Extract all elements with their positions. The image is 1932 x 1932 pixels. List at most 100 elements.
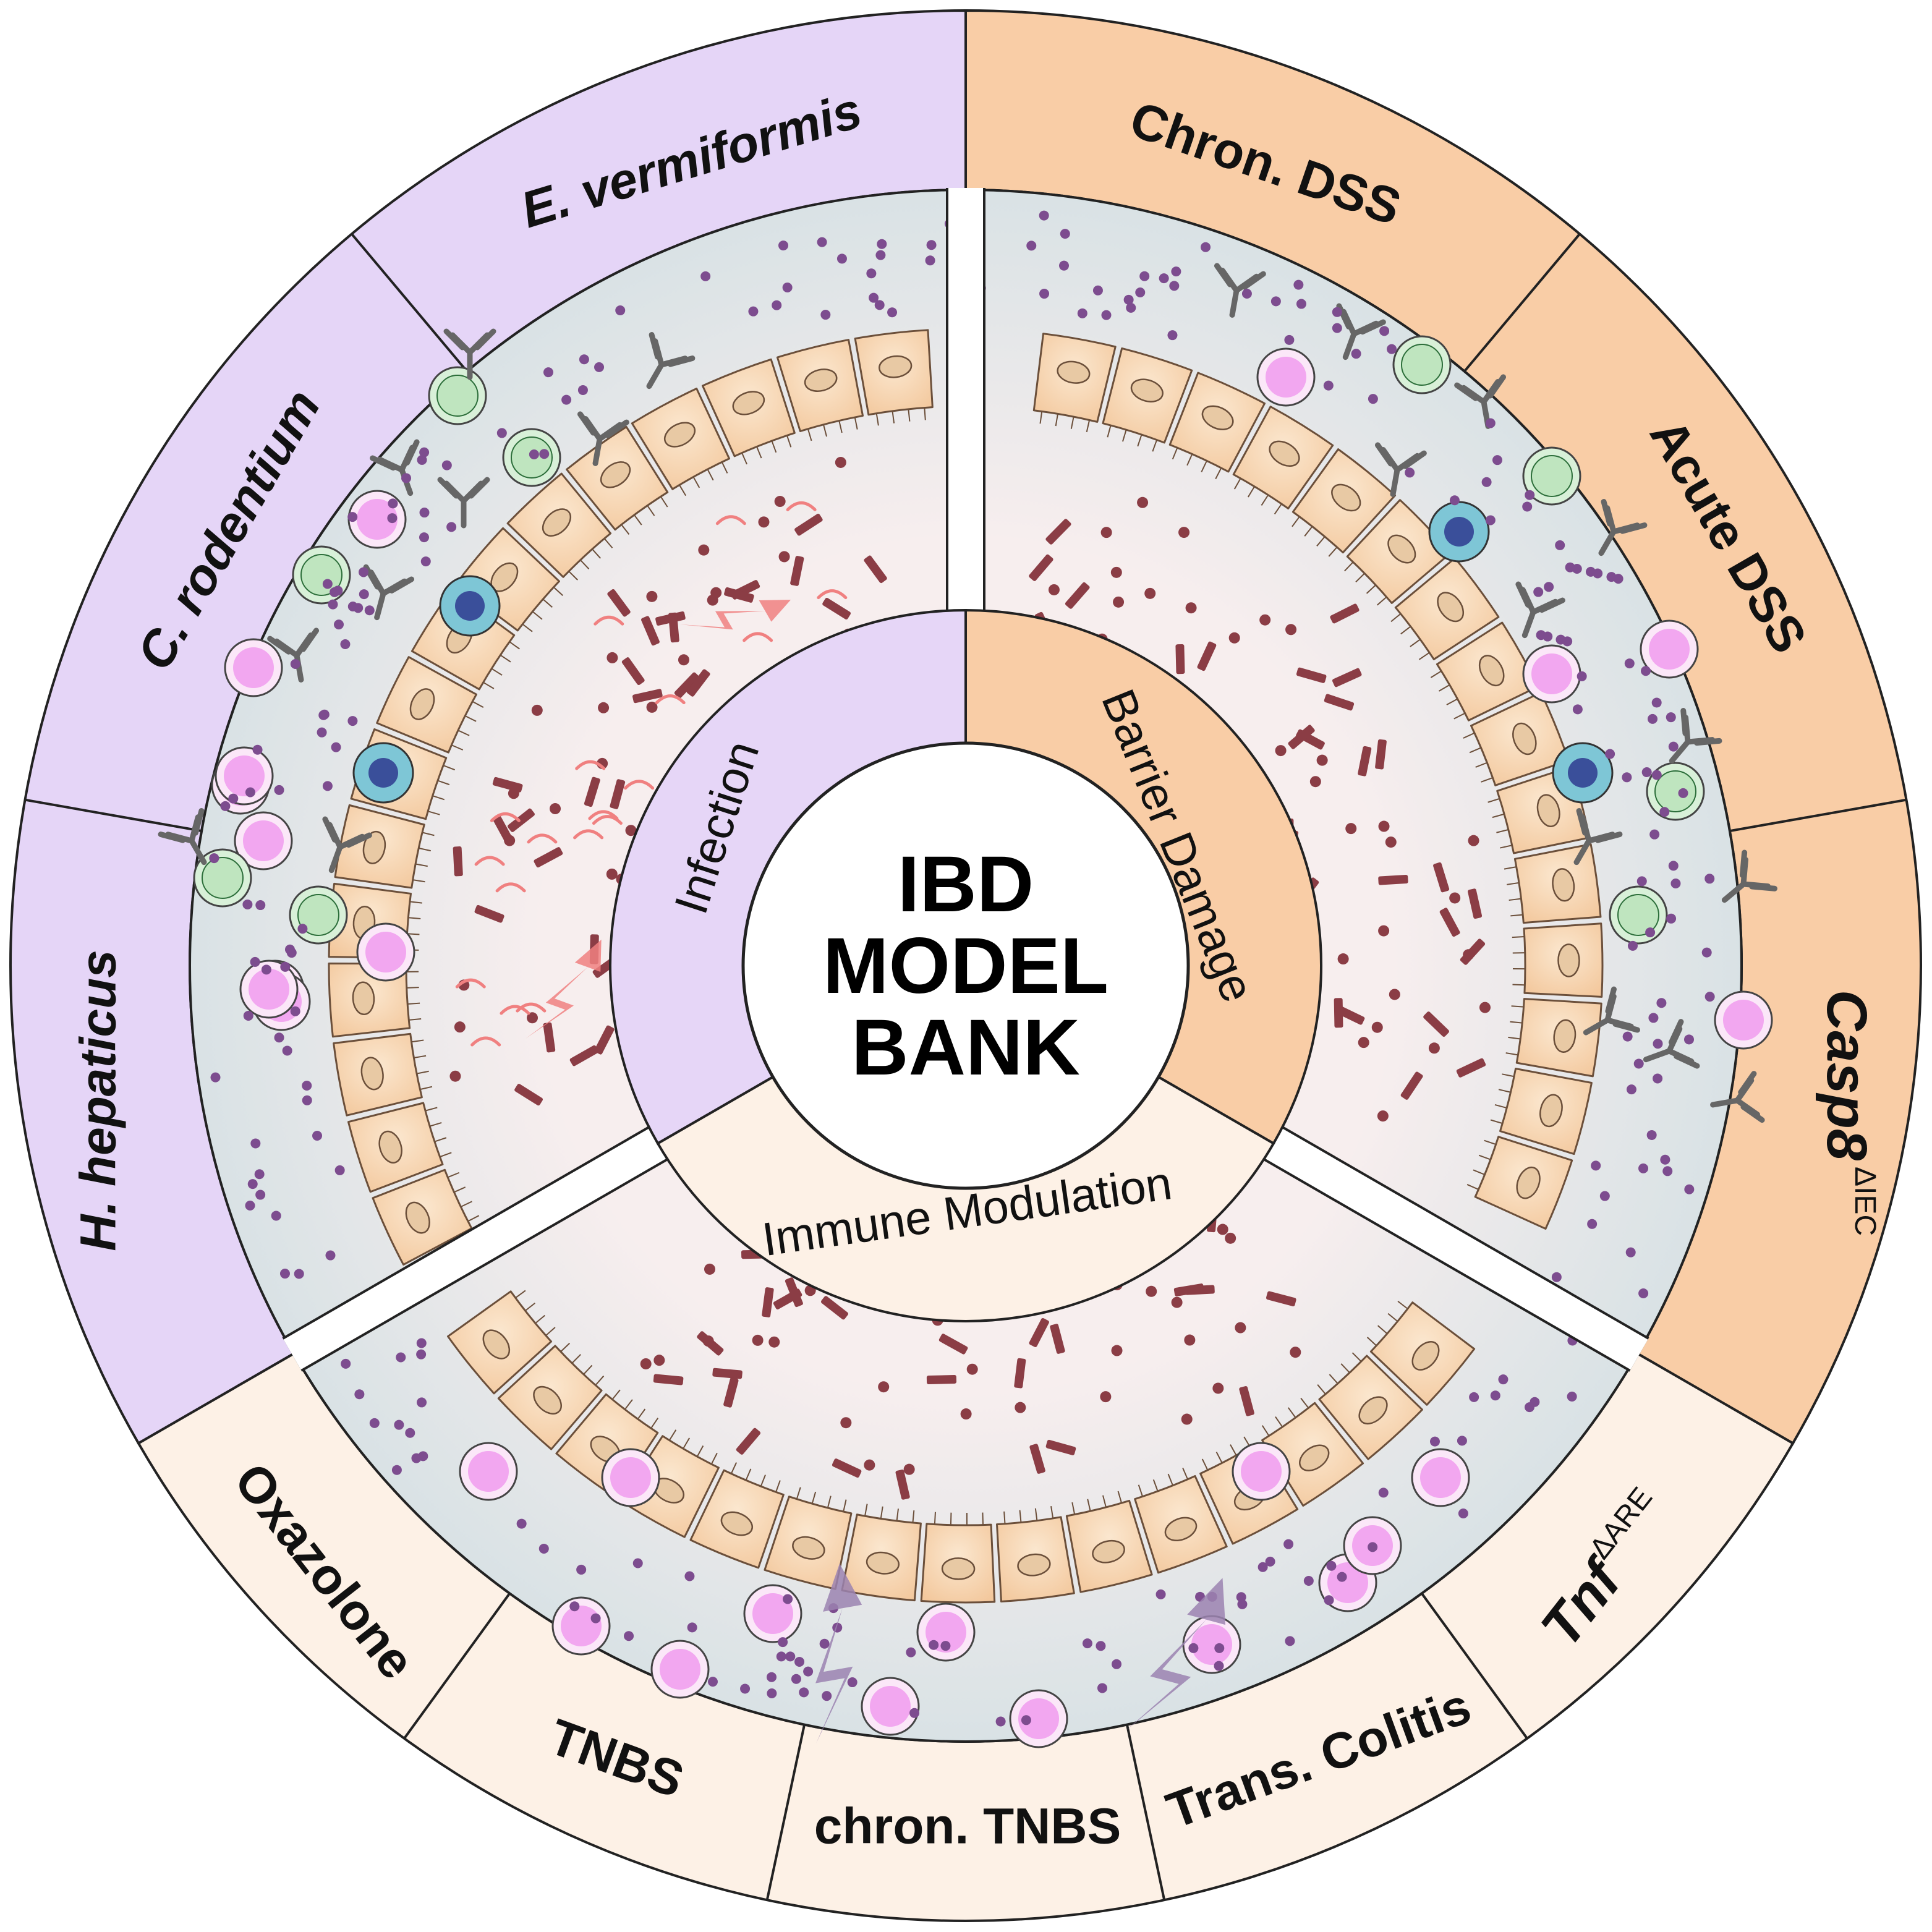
bacterium-coccus (704, 1263, 715, 1275)
cell-nucleus (1201, 405, 1234, 430)
cytokine-dot (847, 1677, 857, 1688)
microvillus (786, 435, 792, 448)
microvillus (745, 1468, 752, 1481)
bacterium-curved (470, 1036, 501, 1047)
cytokine-dot (1704, 992, 1715, 1002)
bacterium-rod (641, 616, 660, 646)
antibody (363, 564, 415, 621)
microvillus (1107, 425, 1112, 438)
plasma-cell-nucleus (1241, 1451, 1282, 1492)
bacterium-coccus (508, 788, 519, 799)
microvillus (1397, 1300, 1408, 1309)
microvillus (624, 1399, 633, 1410)
microvillus (1496, 828, 1509, 833)
cytokine-dot (1593, 568, 1603, 579)
cytokine-dot (1368, 1542, 1378, 1552)
center-circle: IBD MODEL BANK (741, 741, 1190, 1190)
microvillus (1446, 698, 1458, 705)
bacterium-coccus (1345, 823, 1357, 835)
plasma-cell-nucleus (561, 1606, 602, 1646)
cytokine-dot (394, 1419, 404, 1430)
cytokine-dot (877, 239, 887, 249)
cytokine-dot (778, 1637, 788, 1648)
microvillus (730, 1462, 738, 1475)
microvillus (1481, 777, 1493, 783)
bacterium-rod (1335, 1005, 1365, 1025)
bacterium-coccus (1178, 527, 1190, 538)
antibody-shape (158, 808, 207, 866)
cytokine-dot (369, 1418, 380, 1428)
plasma-cell-nucleus (610, 1457, 651, 1498)
cell-nucleus (1269, 440, 1300, 467)
cytokine-dot (1039, 289, 1050, 299)
cytokine-dot (419, 447, 430, 457)
cytokine-dot (250, 956, 260, 967)
cytokine-dot (1641, 666, 1651, 676)
bacterium-coccus (1371, 1021, 1383, 1033)
microvillus (409, 901, 422, 904)
cytokine-dot (782, 283, 793, 293)
cytokine-dot (1683, 1034, 1694, 1045)
bacterium-rod (543, 1022, 556, 1053)
cell-nucleus (1130, 378, 1164, 402)
middle-ring (609, 608, 1322, 1322)
bacterium-coccus (1358, 1037, 1369, 1049)
cytokine-dot (767, 1688, 777, 1698)
cytokine-dot (767, 1672, 777, 1682)
microvillus (1117, 1491, 1123, 1504)
cytokine-dot (1649, 829, 1660, 840)
cytokine-dot (340, 639, 351, 649)
casp8-name: Casp8 (1815, 990, 1878, 1161)
antibody (1454, 374, 1507, 429)
bacterium-rod (621, 657, 645, 686)
outer-divider (1125, 1724, 1166, 1900)
cytokine-dot (347, 716, 358, 726)
microvillus (1510, 914, 1523, 917)
t-cell-nucleus (1617, 894, 1659, 936)
microvillus (924, 407, 926, 420)
bacterium-coccus (903, 1463, 915, 1475)
infection-arrow (680, 600, 791, 630)
cell-nucleus (378, 1130, 402, 1164)
bacterium-coccus (960, 1408, 972, 1420)
bacterium-rod (1175, 644, 1185, 674)
microvillus (1317, 1384, 1326, 1395)
cytokine-dot (817, 237, 827, 247)
antibody-shape (1721, 849, 1777, 903)
microvillus (1003, 1511, 1006, 1524)
cytokine-dot (396, 1352, 406, 1363)
cell-nucleus (1387, 534, 1416, 564)
bacterium-curved (715, 515, 746, 526)
cytokine-dot (1021, 1715, 1031, 1726)
microvillus (756, 446, 762, 459)
cytokine-dot (799, 1687, 809, 1698)
cytokine-dot (785, 1651, 796, 1662)
immune-arrow (815, 1563, 862, 1743)
cytokine-dot (684, 1571, 695, 1581)
bacterium-coccus (1111, 1345, 1123, 1356)
microvillus (491, 668, 503, 676)
cytokine-dot (1332, 307, 1342, 317)
bacterium-rod (1029, 1317, 1049, 1347)
plasma-cell-nucleus (224, 755, 265, 796)
microvillus (1466, 1184, 1479, 1190)
cytokine-dot (1112, 1659, 1122, 1669)
cytokine-dot (1326, 1560, 1337, 1571)
bacterium-coccus (698, 544, 710, 556)
microvillus (692, 476, 700, 488)
cytokine-dot (1387, 344, 1397, 354)
bacterium-rod (1197, 641, 1217, 671)
microvillus (908, 409, 911, 422)
cytokine-dot (820, 310, 831, 320)
cytokine-dot (874, 300, 885, 310)
microvillus (422, 832, 435, 836)
cytokine-dot (1237, 1599, 1248, 1609)
antibody-shape (1669, 708, 1722, 764)
bacterium-rod (1173, 1283, 1204, 1296)
bacterium-rod (1029, 554, 1053, 581)
cytokine-dot (1405, 467, 1415, 478)
bacterium-coccus (1171, 1296, 1183, 1308)
bacterium-curved (592, 815, 623, 825)
microvillus (796, 1487, 801, 1500)
bacterium-curved (594, 615, 624, 626)
